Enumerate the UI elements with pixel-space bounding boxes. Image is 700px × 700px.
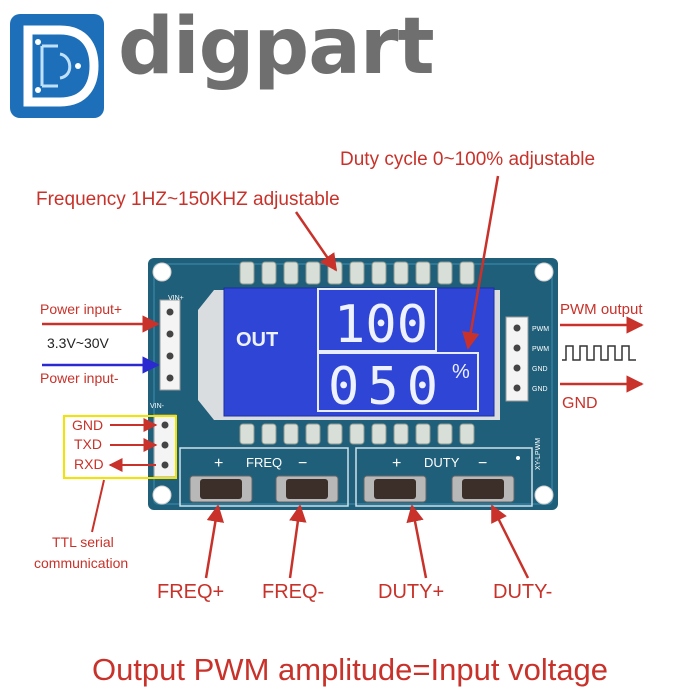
gnd-output-label: GND (562, 395, 598, 412)
mount-hole (152, 485, 172, 505)
power-input-plus-label: Power input+ (40, 301, 123, 317)
mount-hole (534, 485, 554, 505)
duty-minus-label: DUTY- (493, 581, 553, 603)
output-pin-label: PWM (532, 346, 549, 353)
duty-plus-button (363, 475, 427, 503)
ttl-serial-label-1: TTL serial (52, 534, 114, 550)
duty-pointer-arrow (462, 175, 500, 350)
freq-minus-sign: − (298, 455, 307, 472)
duty-segment-box (317, 352, 479, 412)
voltage-range-label: 3.3V~30V (47, 335, 109, 351)
freq-plus-button (189, 475, 253, 503)
duty-minus-pointer (490, 504, 530, 579)
duty-minus-sign: − (478, 455, 487, 472)
model-mark: XY-LPWM (535, 438, 542, 470)
output-pin-label: PWM (532, 326, 549, 333)
duty-cycle-callout: Duty cycle 0~100% adjustable (340, 149, 596, 170)
duty-panel (355, 447, 533, 507)
lcd-bottom-pins (239, 423, 475, 445)
lcd-frequency-value: 100 (334, 295, 428, 355)
frequency-callout: Frequency 1HZ~150KHZ adjustable (36, 189, 340, 210)
ttl-serial-label-2: communication (34, 555, 129, 571)
power-header (159, 299, 181, 391)
freq-minus-label: FREQ- (262, 581, 325, 603)
lcd-duty-value: 050 (328, 357, 438, 417)
pwm-waveform (562, 345, 636, 361)
frequency-segment-box (317, 288, 437, 352)
digpart-logo-mark (10, 14, 104, 118)
mount-hole (152, 262, 172, 282)
ttl-pointer-line (91, 479, 105, 533)
vin-minus-pin-label: VIN- (150, 403, 165, 410)
duty-plus-sign: + (392, 455, 401, 472)
output-header (505, 316, 529, 402)
freq-panel (179, 447, 349, 507)
freq-group-label: FREQ (246, 455, 282, 470)
duty-plus-label: DUTY+ (378, 581, 445, 603)
frequency-pointer-arrow (294, 211, 338, 272)
duty-group-label: DUTY (424, 455, 460, 470)
brand-name: digpart (118, 2, 435, 92)
serial-highlight-box (63, 415, 177, 479)
vin-plus-pin-label: VIN+ (168, 295, 184, 302)
serial-rxd-label: RXD (74, 456, 104, 472)
freq-minus-button (275, 475, 339, 503)
freq-plus-pointer (204, 504, 225, 579)
lcd-out-label: OUT (236, 329, 278, 351)
serial-txd-label: TXD (74, 436, 102, 452)
duty-plus-pointer (406, 504, 428, 579)
amplitude-note: Output PWM amplitude=Input voltage (91, 652, 609, 687)
freq-plus-sign: + (214, 455, 223, 472)
power-input-minus-label: Power input- (40, 370, 119, 386)
freq-plus-label: FREQ+ (157, 581, 225, 603)
mount-hole (534, 262, 554, 282)
serial-gnd-label: GND (72, 417, 104, 433)
output-pin-label: GND (532, 366, 548, 373)
lcd-percent-sign: % (452, 361, 470, 383)
pwm-output-label: PWM output (560, 301, 643, 318)
output-pin-label: GND (532, 386, 548, 393)
lcd-top-pins (239, 261, 475, 285)
freq-minus-pointer (288, 504, 307, 579)
duty-minus-button (451, 475, 515, 503)
